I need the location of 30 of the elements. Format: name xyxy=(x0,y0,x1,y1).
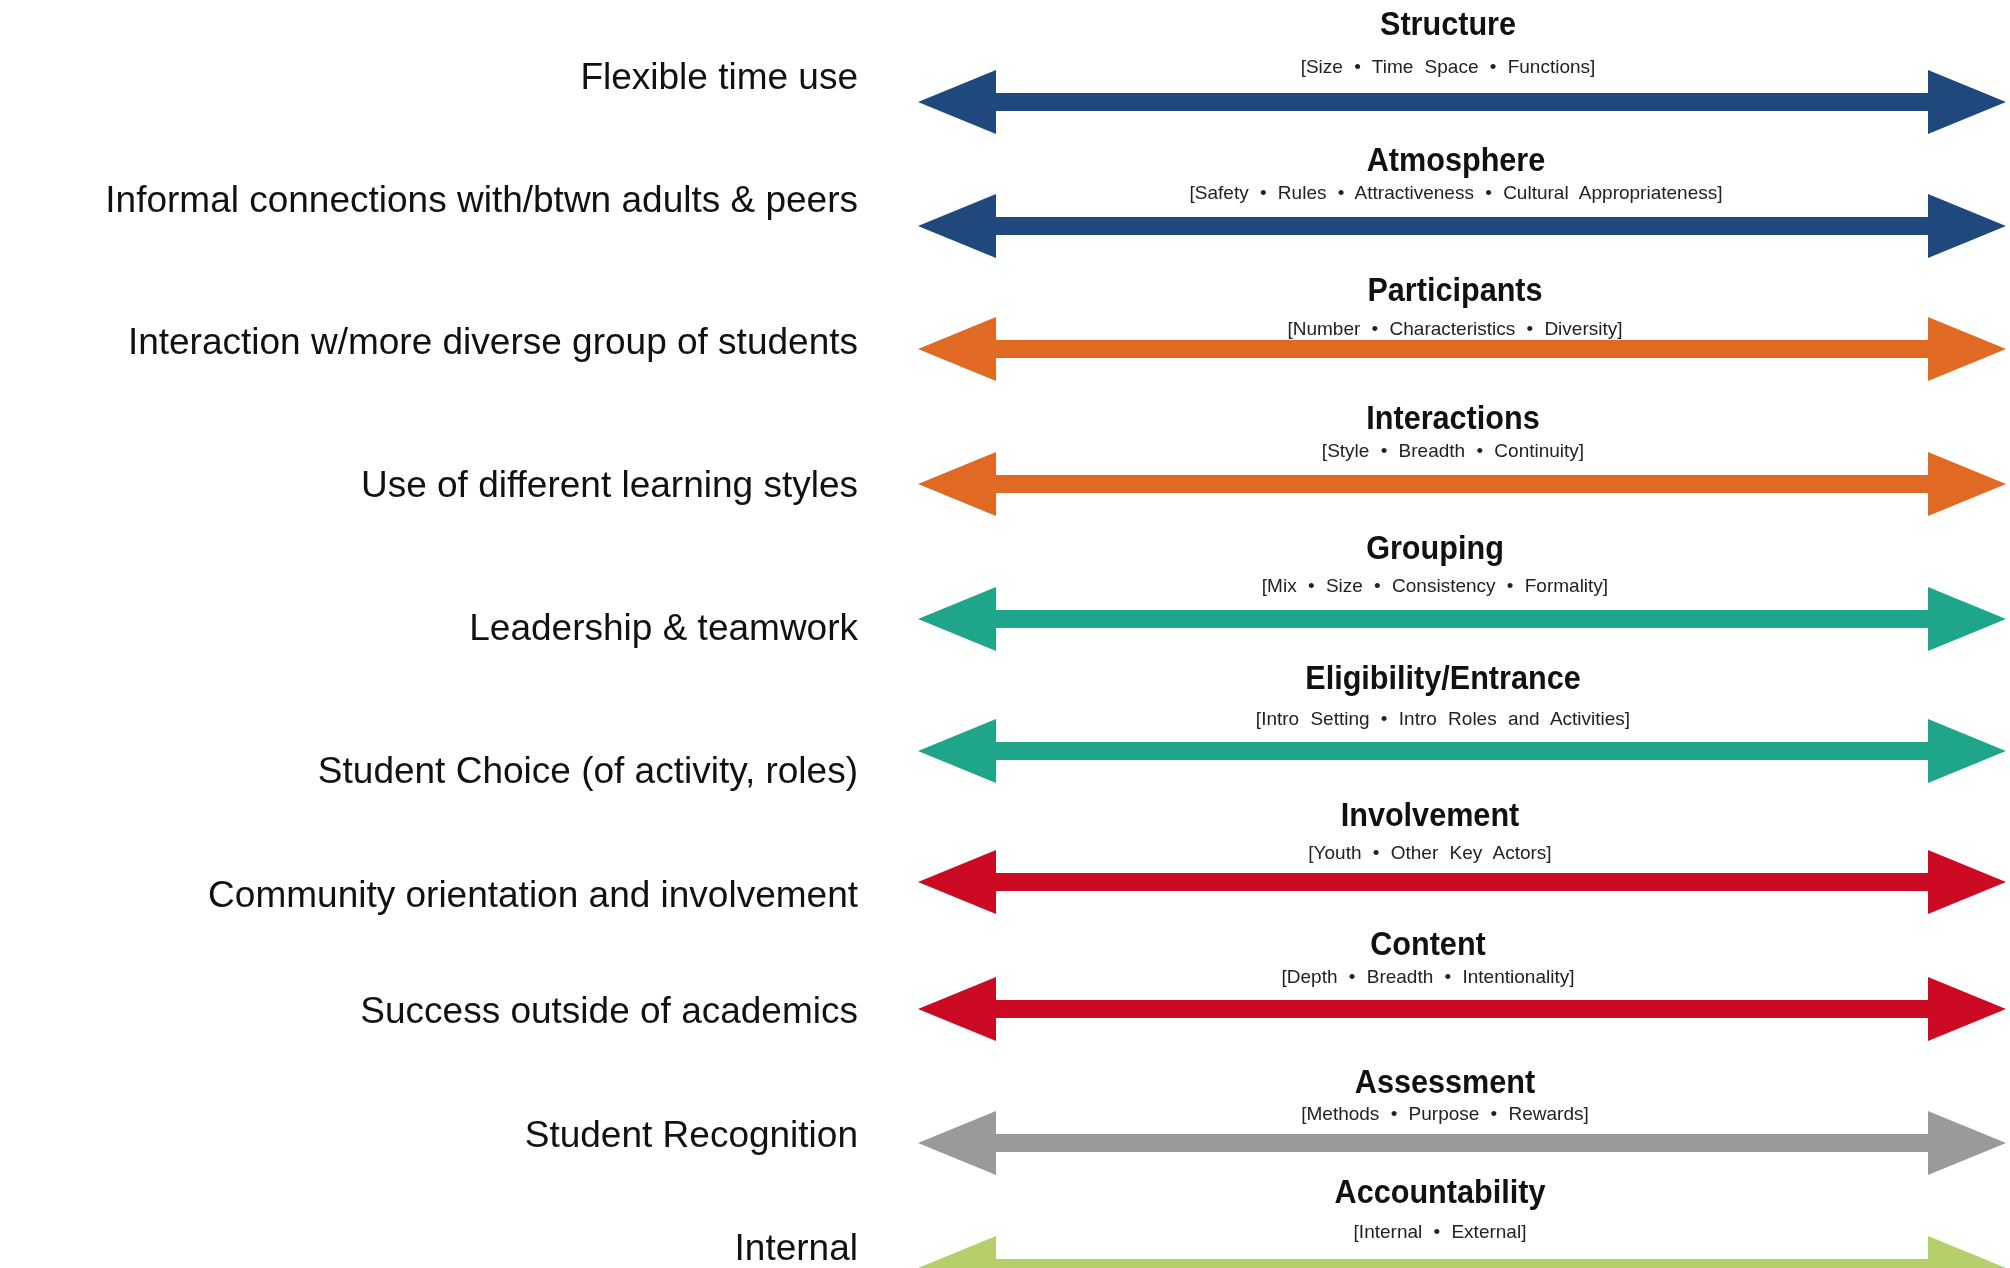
row-label: Success outside of academics xyxy=(360,990,858,1032)
item-list: [Methods • Purpose • Rewards] xyxy=(1301,1103,1589,1125)
row-label: Informal connections with/btwn adults & peers xyxy=(105,179,858,221)
row-label: Student Recognition xyxy=(524,1114,858,1156)
arrow-heading: Participants xyxy=(1367,270,1543,309)
row-label: Community orientation and involvement xyxy=(208,874,858,916)
arrow-heading: Atmosphere xyxy=(1366,140,1546,179)
row-label: Interaction w/more diverse group of students xyxy=(127,321,858,363)
arrow-heading: Structure xyxy=(1380,4,1516,43)
item-list: [Intro Setting • Intro Roles and Activities] xyxy=(1255,708,1631,730)
item-list: [Number • Characteristics • Diversity] xyxy=(1287,318,1623,340)
arrow-heading: Eligibility/Entrance xyxy=(1305,658,1581,697)
row-label: Flexible time use xyxy=(580,56,858,98)
row-label: Leadership & teamwork xyxy=(469,607,858,649)
item-list: [Youth • Other Key Actors] xyxy=(1308,842,1552,864)
row-label: Internal xyxy=(734,1227,858,1268)
item-list: [Depth • Breadth • Intentionality] xyxy=(1281,966,1575,988)
arrow-heading: Content xyxy=(1370,924,1486,963)
row-label: Student Choice (of activity, roles) xyxy=(317,750,858,792)
item-list: [Internal • External] xyxy=(1353,1221,1527,1243)
arrow-heading: Assessment xyxy=(1354,1062,1536,1101)
item-list: [Safety • Rules • Attractiveness • Cultural Appropriateness] xyxy=(1189,182,1723,204)
item-list: [Mix • Size • Consistency • Formality] xyxy=(1261,575,1609,597)
arrow-heading: Involvement xyxy=(1340,795,1520,834)
arrow-heading: Interactions xyxy=(1366,398,1540,437)
item-list: [Style • Breadth • Continuity] xyxy=(1321,440,1585,462)
arrow-heading: Grouping xyxy=(1366,528,1504,567)
item-list: [Size • Time Space • Functions] xyxy=(1300,56,1596,78)
row-label: Use of different learning styles xyxy=(360,464,858,506)
arrow-heading: Accountability xyxy=(1334,1172,1546,1211)
